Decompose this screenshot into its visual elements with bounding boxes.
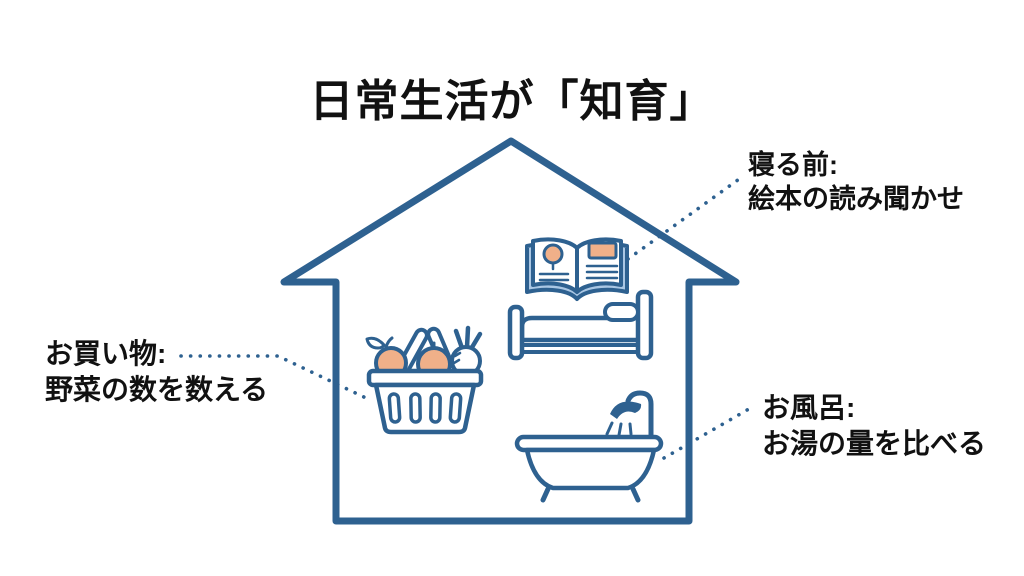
tub-feet [540,486,641,503]
picture-frame [587,241,618,260]
dotted-connector-shopping [179,354,368,400]
dotted-connector-bedtime [626,175,744,261]
tree-illustration [542,243,564,265]
callout-bedtime-detail: 絵本の読み聞かせ [748,184,964,214]
apple-leaf [365,336,386,350]
page-title: 日常生活が「知育」 [309,77,715,127]
callout-bath: お風呂: お湯の量を比べる [762,390,986,462]
bed-icon [507,289,654,361]
callout-shopping: お買い物: 野菜の数を数える [45,336,268,408]
picture-book-icon [525,237,629,301]
bathtub-icon [514,390,664,503]
callout-shopping-heading: お買い物: [45,338,167,369]
shower-head [610,401,642,419]
shower-spray [605,421,633,437]
callout-bath-detail: お湯の量を比べる [762,428,987,459]
callout-bedtime-heading: 寝る前: [748,150,838,180]
dotted-connector-bath [662,404,756,460]
shopping-basket-icon [365,325,484,435]
callout-shopping-detail: 野菜の数を数える [45,374,269,405]
house-icon [280,137,740,525]
callout-bath-heading: お風呂: [762,392,856,423]
pillow [603,302,640,322]
callout-bedtime: 寝る前: 絵本の読み聞かせ [748,148,964,216]
